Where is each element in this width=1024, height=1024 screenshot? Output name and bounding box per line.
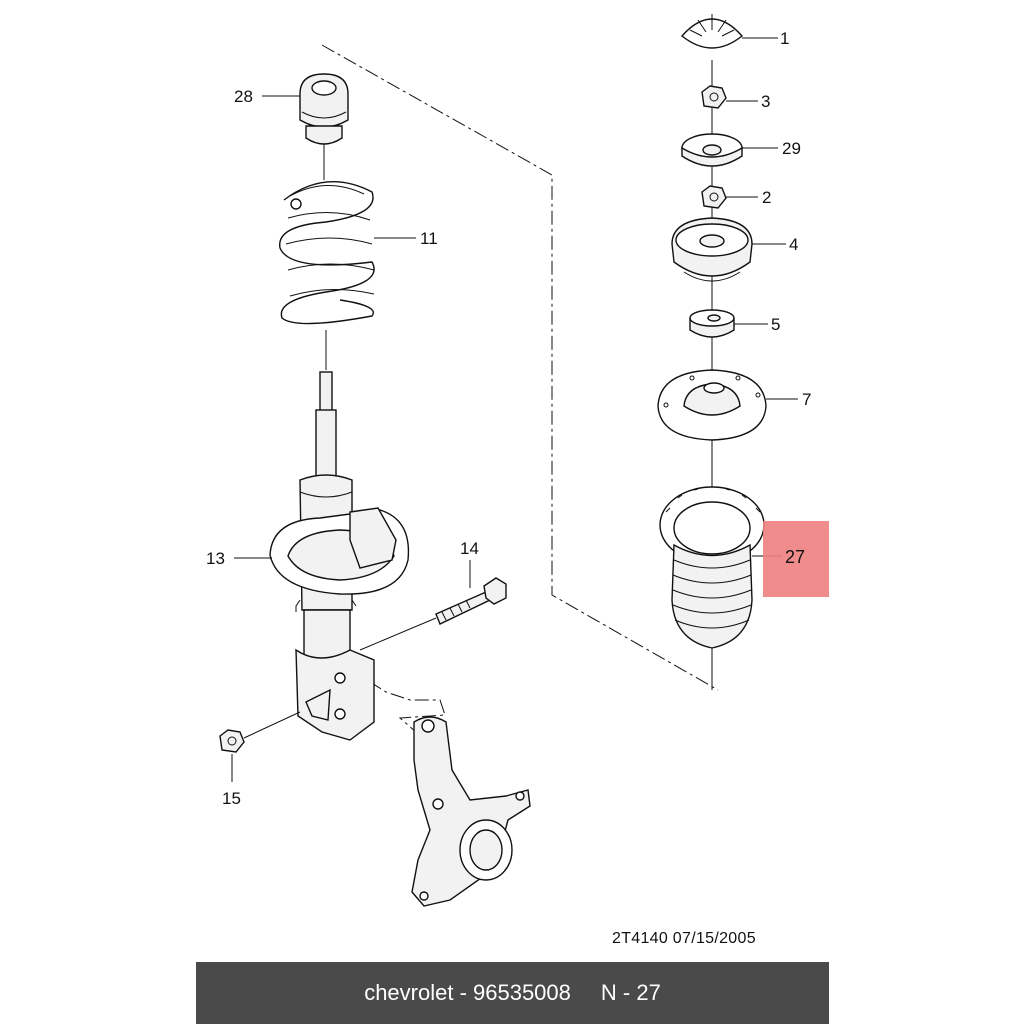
footer-brand-part-number: chevrolet - 96535008 — [364, 980, 571, 1005]
part-4-strut-mount — [671, 217, 753, 282]
part-14-bolt — [359, 577, 507, 651]
part-27-dust-boot — [659, 486, 765, 649]
callout-3: 3 — [761, 92, 770, 111]
callout-27: 27 — [785, 547, 805, 567]
part-1-dust-cap — [680, 14, 744, 49]
part-29-washer — [681, 133, 743, 167]
footer-caption-bar: chevrolet - 96535008 N - 27 — [196, 962, 829, 1024]
callout-27-highlight — [763, 521, 829, 597]
steering-knuckle — [411, 716, 531, 907]
part-5-bearing — [689, 309, 735, 338]
assembly-outline — [321, 44, 719, 691]
part-3-nut — [701, 85, 727, 109]
callout-13: 13 — [206, 549, 225, 568]
part-7-spring-seat — [657, 369, 767, 441]
callout-11: 11 — [420, 229, 438, 248]
drawing-code-and-date: 2T4140 07/15/2005 — [612, 930, 756, 947]
part-13-lower-spring-seat — [269, 507, 410, 595]
part-28-bump-stop — [299, 73, 349, 145]
callout-5: 5 — [771, 315, 780, 334]
knuckle-bracket — [295, 648, 375, 741]
callout-14: 14 — [460, 539, 479, 558]
part-11-coil-spring — [279, 181, 375, 325]
callout-29: 29 — [782, 139, 801, 158]
callout-28: 28 — [234, 87, 253, 106]
callout-7: 7 — [802, 390, 811, 409]
footer-page-reference: N - 27 — [600, 980, 661, 1005]
callout-4: 4 — [789, 235, 798, 254]
callout-1: 1 — [780, 29, 789, 48]
callout-2: 2 — [762, 188, 771, 207]
part-15-nut — [219, 711, 301, 753]
knuckle-connector-line — [347, 667, 446, 741]
callout-15: 15 — [222, 789, 241, 808]
part-2-nut — [701, 185, 727, 209]
